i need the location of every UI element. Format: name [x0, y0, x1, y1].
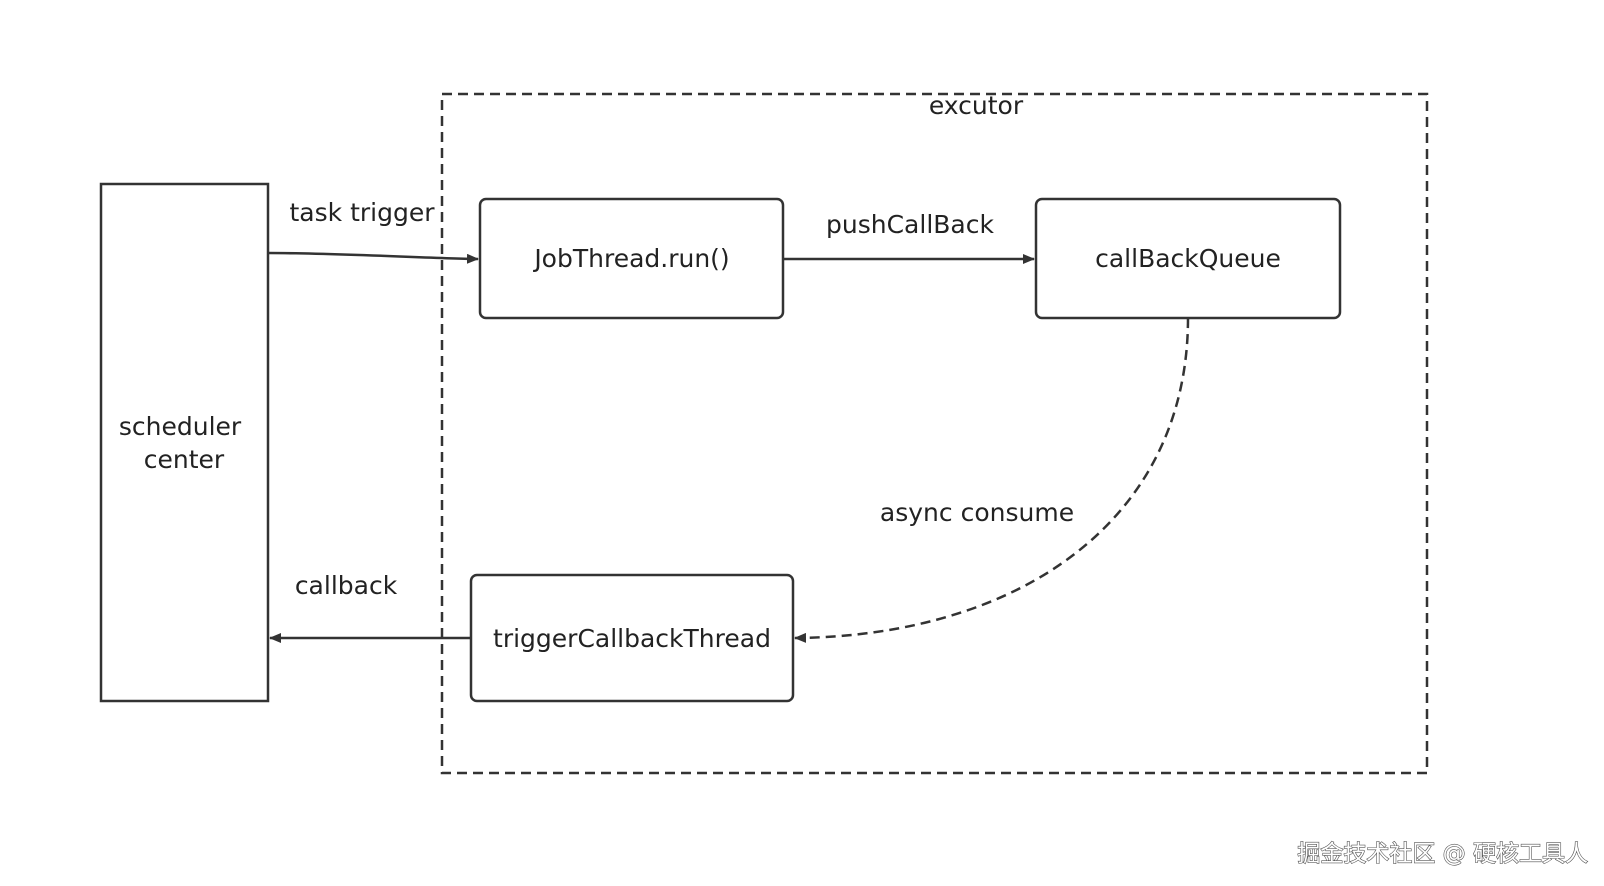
- scheduler-center-label: scheduler center: [119, 412, 249, 474]
- async-consume-arrow: [794, 317, 1190, 643]
- scheduler-center-label-line2: center: [144, 445, 225, 474]
- push-callback-label: pushCallBack: [826, 210, 994, 239]
- task-trigger-arrow: [267, 251, 479, 264]
- callback-label: callback: [295, 571, 398, 600]
- job-thread-label: JobThread.run(): [532, 244, 729, 273]
- callback-queue-label: callBackQueue: [1095, 244, 1281, 273]
- scheduler-center-label-line1: scheduler: [119, 412, 242, 441]
- executor-group-label: excutor: [929, 91, 1024, 120]
- async-consume-label: async consume: [880, 498, 1074, 527]
- scheduler-center-node: [99, 182, 270, 703]
- watermark-text: 掘金技术社区 @ 硬核工具人: [1297, 841, 1588, 867]
- task-trigger-label: task trigger: [290, 198, 436, 227]
- trigger-callback-thread-label: triggerCallbackThread: [493, 624, 771, 653]
